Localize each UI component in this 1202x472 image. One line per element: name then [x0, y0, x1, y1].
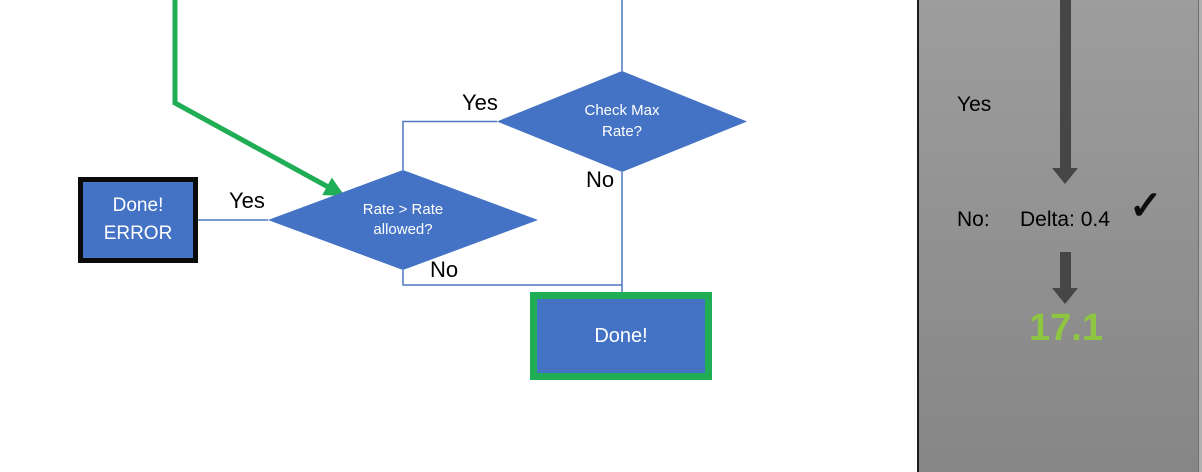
panel-yes-label: Yes: [957, 93, 992, 116]
decision-check-max-rate-label-line2: Rate?: [601, 122, 643, 140]
terminal-done-error-line2: ERROR: [103, 223, 173, 244]
edge-label-check-no: No: [586, 167, 615, 192]
edge-label-rate-yes: Yes: [229, 188, 265, 213]
checkmark-icon: ✓: [1129, 184, 1163, 228]
down-arrow-bottom-shaft: [1060, 252, 1071, 289]
connector-check-yes-to-rate-diamond: [402, 120, 497, 170]
panel-result-value: 17.1: [1029, 307, 1103, 349]
down-arrow-bottom-head-icon: [1052, 288, 1078, 304]
panel-delta-value: Delta: 0.4: [1020, 208, 1110, 231]
down-arrow-top-head-icon: [1052, 168, 1078, 184]
decision-rate-allowed-label-line2: allowed?: [373, 221, 433, 238]
terminal-done-label: Done!: [594, 324, 648, 347]
decision-check-max-rate-label-line1: Check Max: [584, 102, 660, 120]
terminal-done-error-line1: Done!: [112, 195, 164, 217]
connector-rate-no-to-done: [402, 270, 622, 286]
side-panel: Yes No: Delta: 0.4 ✓ 17.1: [917, 0, 1202, 472]
flowchart-connectors: [172, 0, 623, 293]
panel-right-edge-line: [1198, 0, 1199, 472]
down-arrow-top-shaft: [1060, 0, 1071, 169]
side-panel-arrows: [1052, 0, 1078, 304]
decision-rate-allowed-label-line1: Rate > Rate: [362, 200, 444, 218]
edge-label-rate-no: No: [430, 257, 459, 282]
panel-no-label: No:: [957, 208, 990, 231]
terminal-done-error: Done! ERROR: [78, 177, 198, 263]
panel-right-edge-strip: [1199, 0, 1202, 472]
edge-label-check-yes: Yes: [462, 90, 498, 115]
terminal-done: Done!: [530, 292, 712, 380]
green-flow-arrow: [172, 0, 345, 197]
